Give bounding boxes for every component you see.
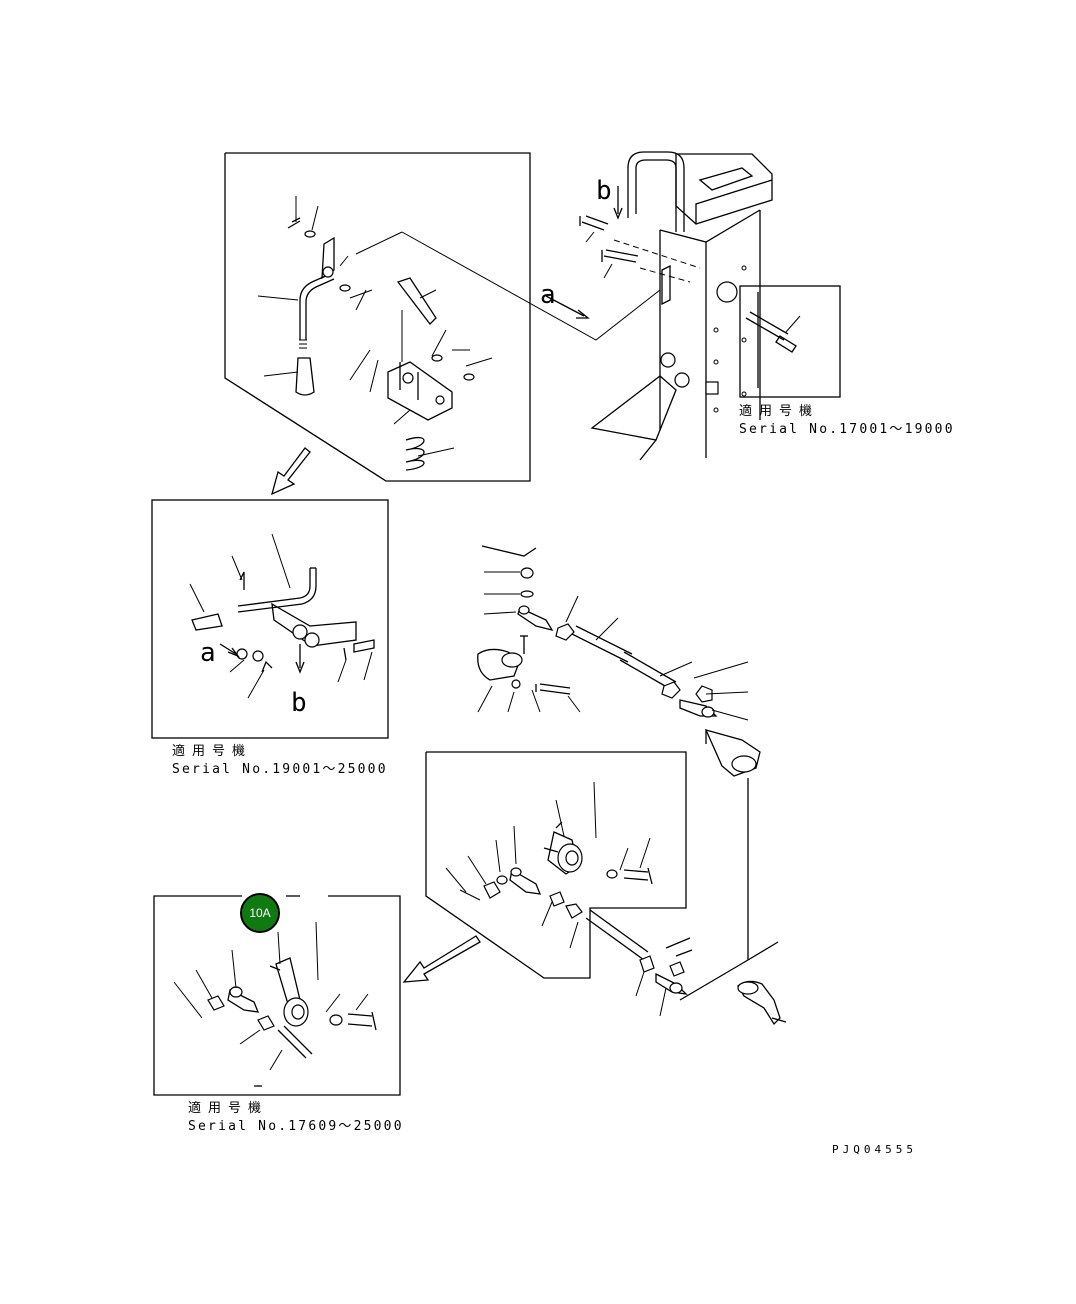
drawing-code: PJQ04555	[832, 1143, 917, 1156]
right-detail-frame	[739, 285, 841, 398]
serial-range-top: Serial No.17001～19000	[739, 422, 955, 437]
machine-body	[545, 151, 773, 461]
flow-arrow-lower	[402, 935, 481, 983]
top-detail-frame	[224, 152, 531, 482]
lower-detail-frame	[425, 751, 687, 979]
reference-letter-b-top: b	[596, 176, 612, 206]
callout-badge-10a[interactable]: 10A	[240, 893, 280, 933]
serial-heading-bottom: 適用号機	[188, 1101, 269, 1116]
linkage-assembly	[477, 545, 761, 960]
middle-detail-frame	[151, 499, 389, 739]
bottom-detail-frame	[153, 895, 401, 1096]
flow-arrow-upper	[271, 447, 311, 496]
callout-badge-label: 10A	[249, 906, 271, 920]
serial-heading-top: 適用号機	[739, 404, 820, 419]
lower-linkage	[541, 901, 787, 1026]
serial-range-middle: Serial No.19001～25000	[172, 762, 388, 777]
serial-heading-middle: 適用号機	[172, 744, 253, 759]
reference-letter-a-middle: a	[200, 638, 216, 668]
serial-range-bottom: Serial No.17609～25000	[188, 1119, 404, 1134]
reference-letter-a-top: a	[540, 280, 556, 310]
reference-letter-b-middle: b	[291, 688, 307, 718]
top-detail-parts	[257, 196, 661, 471]
